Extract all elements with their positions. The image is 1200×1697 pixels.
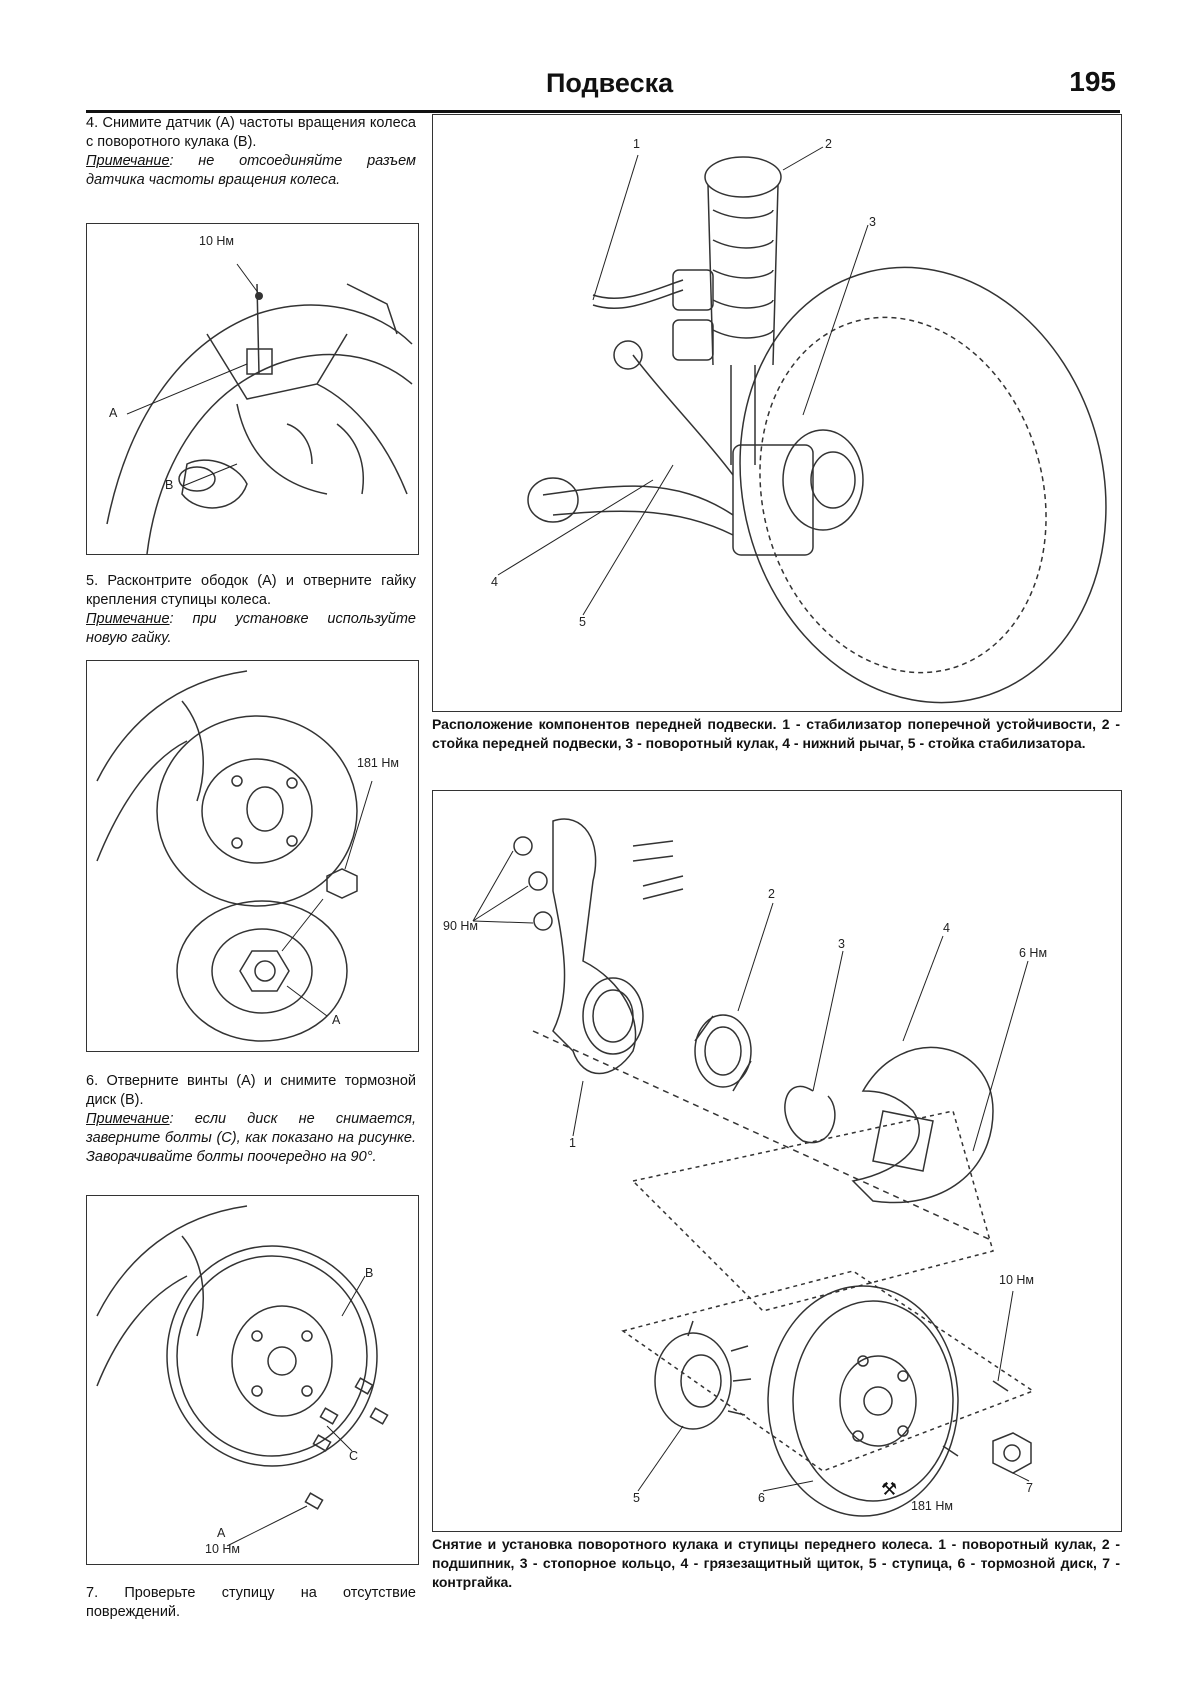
step-6-note: Примечание: если диск не снимается, заве… — [86, 1111, 416, 1165]
callout-b: B — [165, 478, 174, 492]
callout-3: 3 — [838, 937, 845, 951]
step-7: 7. Проверьте ступицу на отсутствие повре… — [86, 1584, 416, 1622]
sensor-drawing — [106, 263, 413, 554]
figure-front-suspension: 1 2 3 4 5 — [432, 114, 1122, 712]
torque-181: 181 Нм — [911, 1499, 953, 1513]
hub-nut-drawing — [96, 670, 373, 1042]
caption-suspension-text: Расположение компонентов передней подвес… — [432, 716, 1120, 751]
callout-b: B — [365, 1266, 374, 1280]
figure-knuckle-hub-exploded: 90 Нм 2 3 4 6 Нм 1 5 6 10 Нм 7 181 Нм ⚒ — [432, 790, 1122, 1532]
torque-6: 6 Нм — [1019, 946, 1048, 960]
callout-a: A — [332, 1013, 341, 1027]
callout-a: A — [109, 406, 118, 420]
callout-c: C — [349, 1449, 359, 1463]
torque-label: 181 Нм — [357, 756, 399, 770]
exploded-drawing — [472, 818, 1035, 1517]
brake-disc-drawing — [96, 1205, 389, 1547]
callout-5: 5 — [633, 1491, 640, 1505]
callout-3: 3 — [869, 215, 876, 229]
callout-4: 4 — [943, 921, 950, 935]
callout-6: 6 — [758, 1491, 765, 1505]
figure-brake-disc-removal: B C A 10 Нм — [86, 1195, 419, 1565]
wrench-icon: ⚒ — [881, 1479, 898, 1499]
page-number: 195 — [1069, 66, 1116, 97]
caption-exploded-text: Снятие и установка поворотного кулака и … — [432, 1536, 1120, 1590]
callout-7: 7 — [1026, 1481, 1033, 1495]
callout-2: 2 — [768, 887, 775, 901]
step-4-text: 4. Снимите датчик (А) частоты вращения к… — [86, 115, 416, 150]
callout-5: 5 — [579, 615, 586, 629]
torque-10: 10 Нм — [999, 1273, 1034, 1287]
figure-caption-suspension: Расположение компонентов передней подвес… — [432, 715, 1120, 753]
callout-1: 1 — [569, 1136, 576, 1150]
callout-2: 2 — [825, 137, 832, 151]
section-title: Подвеска — [546, 68, 674, 98]
torque-label: 10 Нм — [205, 1542, 240, 1556]
step-4-note: Примечание: не отсоединяйте разъем датчи… — [86, 153, 416, 188]
figure-caption-exploded: Снятие и установка поворотного кулака и … — [432, 1535, 1120, 1592]
figure-hub-nut: 181 Нм A — [86, 660, 419, 1052]
figure-wheel-speed-sensor: 10 Нм A B — [86, 223, 419, 555]
step-5-note: Примечание: при установке используйте но… — [86, 611, 416, 646]
page-header: Подвеска 195 — [86, 64, 1120, 113]
callout-4: 4 — [491, 575, 498, 589]
torque-90: 90 Нм — [443, 919, 478, 933]
step-5: 5. Расконтрите ободок (А) и отверните га… — [86, 572, 416, 648]
step-5-text: 5. Расконтрите ободок (А) и отверните га… — [86, 573, 416, 608]
step-6-text: 6. Отверните винты (А) и снимите тормозн… — [86, 1073, 416, 1108]
step-6: 6. Отверните винты (А) и снимите тормозн… — [86, 1072, 416, 1167]
step-7-text: 7. Проверьте ступицу на отсутствие повре… — [86, 1585, 416, 1620]
suspension-drawing — [497, 146, 1107, 704]
torque-label: 10 Нм — [199, 234, 234, 248]
callout-a: A — [217, 1526, 226, 1540]
step-4: 4. Снимите датчик (А) частоты вращения к… — [86, 114, 416, 190]
callout-1: 1 — [633, 137, 640, 151]
